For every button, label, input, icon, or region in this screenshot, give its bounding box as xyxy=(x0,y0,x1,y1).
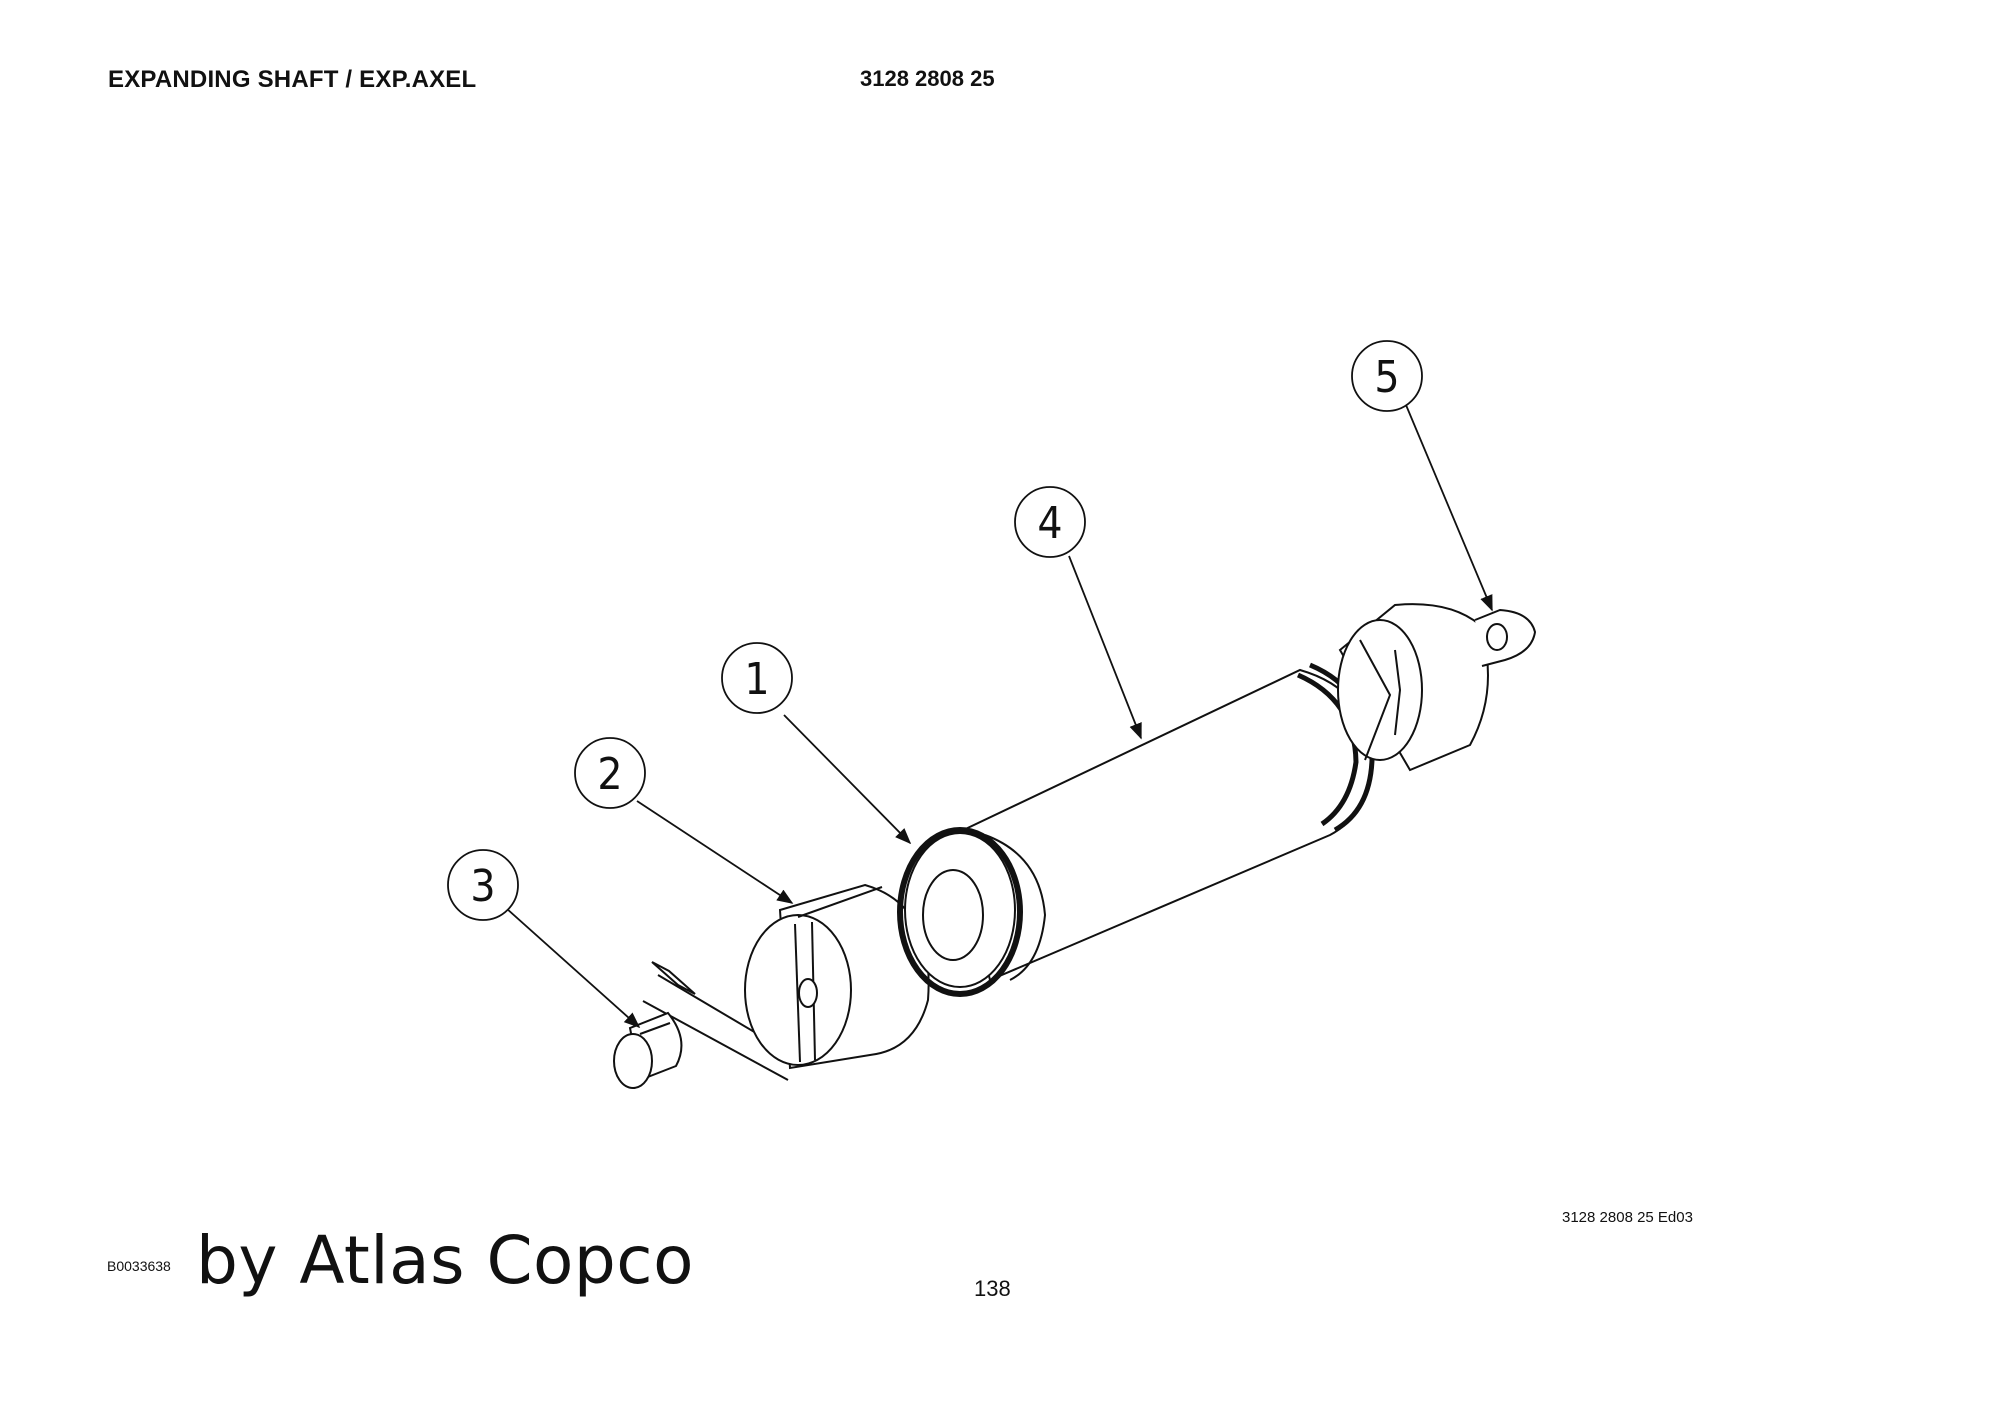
leader-lines xyxy=(505,404,1493,1029)
edition-code: 3128 2808 25 Ed03 xyxy=(1562,1209,1693,1226)
leader-5 xyxy=(1405,404,1493,612)
leader-3 xyxy=(505,907,641,1029)
callout-3 xyxy=(447,849,519,921)
part-number: 3128 2808 25 xyxy=(860,66,995,91)
callout-1 xyxy=(721,642,793,714)
callout-4 xyxy=(1014,486,1086,558)
callouts xyxy=(447,340,1423,921)
callout-label-4: 4 xyxy=(1037,498,1062,549)
tube-part xyxy=(897,662,1375,997)
bolt-part xyxy=(613,961,806,1089)
page-title: EXPANDING SHAFT / EXP.AXEL xyxy=(108,66,477,93)
callout-label-3: 3 xyxy=(470,861,495,912)
reference-code: B0033638 xyxy=(107,1258,171,1274)
callout-label-2: 2 xyxy=(597,749,622,800)
leader-1 xyxy=(783,714,912,845)
callout-label-5: 5 xyxy=(1374,352,1399,403)
leader-4 xyxy=(1068,555,1142,740)
callout-label-1: 1 xyxy=(744,654,769,705)
collar-part xyxy=(744,883,930,1070)
page-number: 138 xyxy=(974,1276,1011,1301)
leader-2 xyxy=(636,800,794,904)
brand-text: by Atlas Copco xyxy=(196,1222,694,1299)
callout-2 xyxy=(574,737,646,809)
end-cap-part xyxy=(1337,603,1537,772)
callout-5 xyxy=(1351,340,1423,412)
